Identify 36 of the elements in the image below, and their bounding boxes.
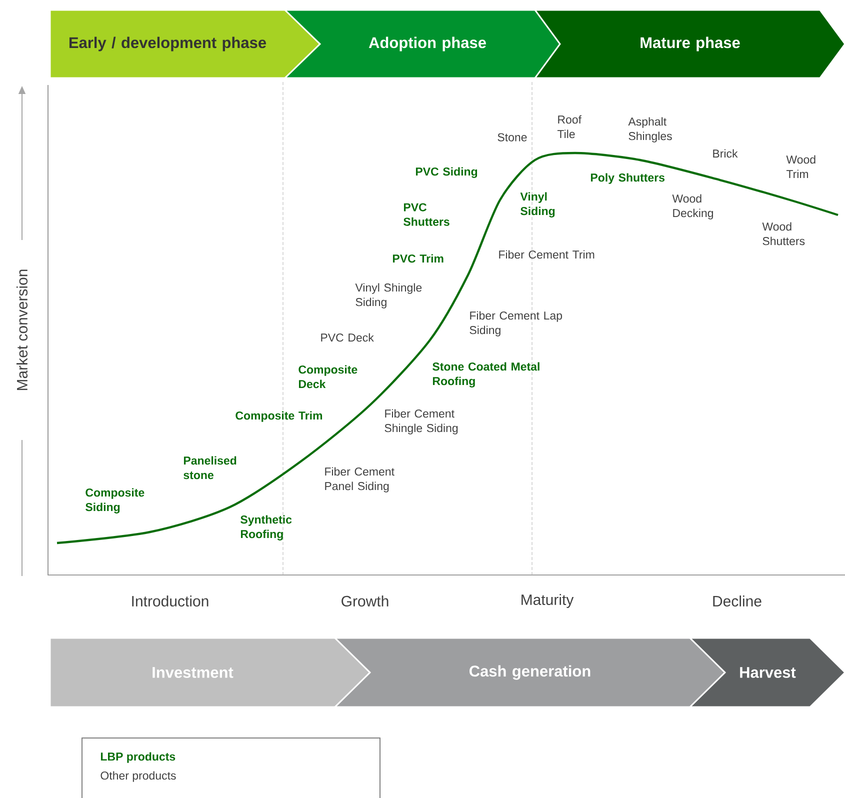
product-label: Fiber Cement Lap Siding bbox=[470, 311, 562, 336]
product-label: Brick bbox=[713, 149, 738, 158]
product-label: PVC Trim bbox=[392, 254, 444, 263]
stage-label: Maturity bbox=[522, 594, 574, 608]
product-label: Composite Trim bbox=[236, 411, 322, 422]
product-label: Roof Tile bbox=[557, 115, 582, 138]
stage-label: Decline bbox=[713, 596, 762, 606]
legend-entry: Other products bbox=[100, 771, 176, 782]
product-label: Wood Decking bbox=[672, 194, 713, 220]
chevron-band: Mature phase bbox=[534, 9, 845, 79]
product-label: Wood Shutters bbox=[762, 222, 805, 246]
product-label: PVC Deck bbox=[321, 333, 374, 342]
product-label: Fiber Cement Shingle Siding bbox=[384, 409, 458, 434]
product-label: Composite Deck bbox=[298, 365, 358, 388]
product-label: Asphalt Shingles bbox=[628, 117, 672, 142]
product-label: Stone bbox=[498, 133, 527, 142]
chevron-band: Harvest bbox=[688, 637, 845, 708]
product-label: Synthetic Roofing bbox=[240, 515, 292, 540]
product-label: Composite Siding bbox=[86, 488, 144, 514]
legend-entry: LBP products bbox=[100, 752, 176, 763]
product-label: Poly Shutters bbox=[590, 173, 664, 184]
product-label: PVC Shutters bbox=[404, 203, 450, 226]
stage-label: Growth bbox=[342, 596, 388, 606]
chevron-band: Investment bbox=[49, 637, 372, 708]
product-label: Stone Coated Metal Roofing bbox=[432, 362, 540, 388]
product-label: Fiber Cement Panel Siding bbox=[325, 467, 394, 492]
chevron-band: Early / development phase bbox=[49, 9, 322, 79]
product-label: Fiber Cement Trim bbox=[499, 250, 594, 259]
chevron-band: Cash generation bbox=[333, 637, 726, 708]
stage-label: Introduction bbox=[132, 596, 208, 606]
axis-label: Market conversion bbox=[16, 270, 28, 390]
product-label: PVC Siding bbox=[416, 167, 478, 178]
product-label: Panelised stone bbox=[184, 456, 236, 480]
product-label: Wood Trim bbox=[786, 155, 816, 178]
product-label: Vinyl Shingle Siding bbox=[355, 283, 422, 308]
product-label: Vinyl Siding bbox=[520, 192, 555, 218]
